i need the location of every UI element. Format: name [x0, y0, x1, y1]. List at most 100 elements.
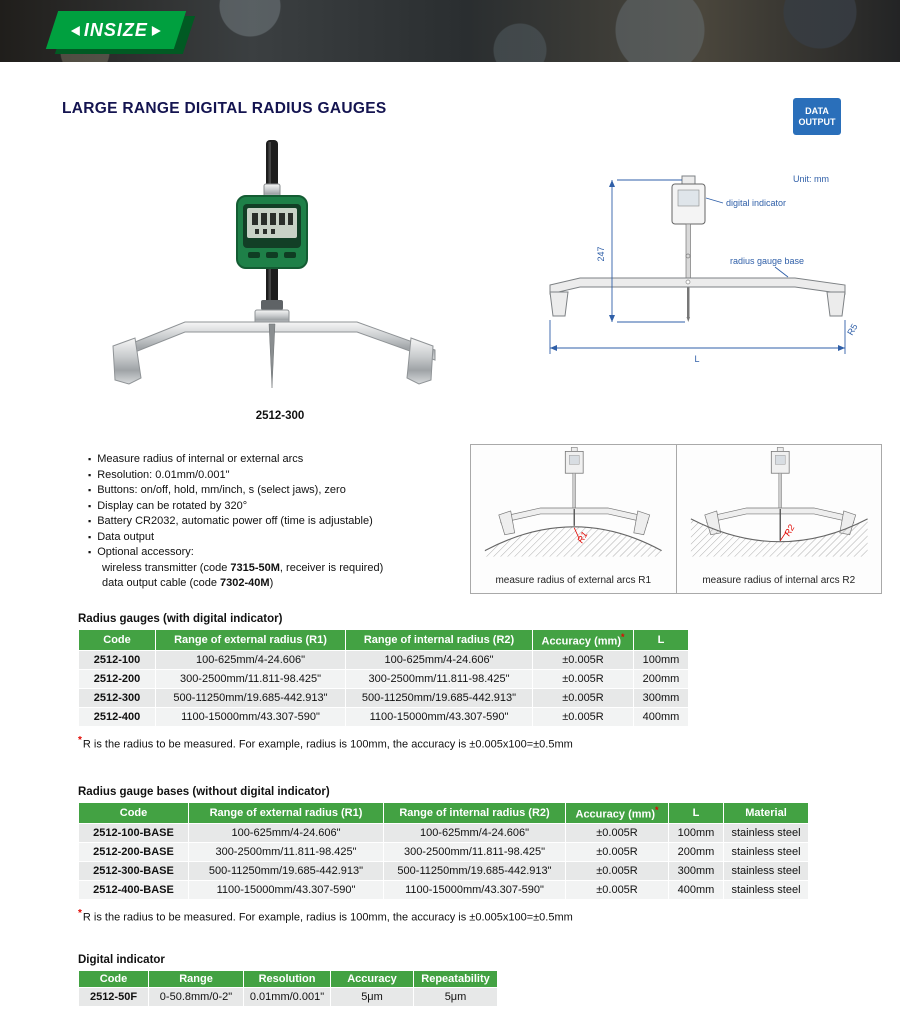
table-cell: 500-11250mm/19.685-442.913"	[155, 687, 346, 708]
data-output-badge: DATA OUTPUT	[793, 98, 841, 135]
column-header: Code	[78, 629, 156, 651]
table-cell: 2512-200	[78, 668, 156, 689]
product-caption: 2512-300	[255, 410, 305, 422]
accuracy-footnote: *R is the radius to be measured. For exa…	[78, 907, 573, 924]
table-cell: 500-11250mm/19.685-442.913"	[345, 687, 533, 708]
table-cell: 2512-300	[78, 687, 156, 708]
external-radius-label: R1	[575, 530, 589, 545]
feature-subitem: wireless transmitter (code 7315-50M, rec…	[102, 561, 384, 574]
table-cell: 2512-200-BASE	[78, 841, 189, 862]
accuracy-footnote: *R is the radius to be measured. For exa…	[78, 734, 573, 751]
table-cell: 0-50.8mm/0-2"	[148, 987, 244, 1007]
column-header: Repeatability	[413, 970, 498, 988]
table-cell: 2512-300-BASE	[78, 860, 189, 881]
illustration-internal-arcs: R2 measure radius of internal arcs R2	[675, 445, 882, 593]
feature-item: Optional accessory:	[88, 545, 480, 561]
table-cell: stainless steel	[723, 841, 809, 862]
external-arcs-caption: measure radius of external arcs R1	[495, 575, 652, 586]
column-header: Accuracy (mm)*	[565, 802, 669, 824]
column-header: Code	[78, 802, 189, 824]
logo-arrow-right-icon	[152, 25, 161, 35]
dim-height-label: 247	[596, 246, 606, 261]
feature-item: Battery CR2032, automatic power off (tim…	[88, 514, 480, 530]
product-photo	[112, 140, 436, 389]
page-title: LARGE RANGE DIGITAL RADIUS GAUGES	[62, 100, 387, 117]
table-cell: 200mm	[633, 668, 689, 689]
logo-arrow-left-icon	[70, 25, 80, 35]
column-header: Range of internal radius (R2)	[383, 802, 566, 824]
table-cell: ±0.005R	[532, 687, 634, 708]
table-cell: stainless steel	[723, 860, 809, 881]
column-header: Range of external radius (R1)	[188, 802, 384, 824]
brand-name: INSIZE	[83, 19, 148, 40]
column-header: Accuracy	[330, 970, 414, 988]
data-output-badge-line1: DATA	[805, 105, 829, 116]
table-cell: ±0.005R	[565, 841, 669, 862]
data-output-badge-line2: OUTPUT	[798, 116, 836, 127]
table-cell: ±0.005R	[565, 879, 669, 900]
table-cell: 300-2500mm/11.811-98.425"	[188, 841, 384, 862]
feature-item: Data output	[88, 530, 480, 546]
table-cell: 1100-15000mm/43.307-590"	[345, 706, 533, 727]
column-header: Code	[78, 970, 149, 988]
unit-label: Unit: mm	[793, 174, 829, 184]
header-banner: INSIZE	[0, 0, 900, 62]
table-cell: ±0.005R	[565, 860, 669, 881]
table-title: Radius gauges (with digital indicator)	[78, 613, 283, 625]
column-header: Material	[723, 802, 809, 824]
feature-subitem: data output cable (code 7302-40M)	[102, 577, 274, 589]
logo-plate: INSIZE	[45, 11, 187, 49]
table-cell: 400mm	[668, 879, 724, 900]
table-cell: 100-625mm/4-24.606"	[383, 822, 566, 843]
feature-item: Resolution: 0.01mm/0.001"	[88, 468, 480, 484]
column-header: Range of external radius (R1)	[155, 629, 346, 651]
dim-radius-label: R5	[845, 322, 859, 337]
table-cell: 300mm	[633, 687, 689, 708]
table-cell: 2512-400	[78, 706, 156, 727]
column-header: Resolution	[243, 970, 331, 988]
table-cell: 2512-100	[78, 649, 156, 670]
table-cell: 300-2500mm/11.811-98.425"	[345, 668, 533, 689]
column-header: Range	[148, 970, 244, 988]
table-cell: 5μm	[330, 987, 414, 1007]
table-cell: 100mm	[633, 649, 689, 670]
radius-gauge-bases-section: Radius gauge bases (without digital indi…	[78, 786, 809, 923]
radius-gauge-base-label: radius gauge base	[730, 256, 804, 266]
table-cell: 1100-15000mm/43.307-590"	[155, 706, 346, 727]
table-cell: 500-11250mm/19.685-442.913"	[188, 860, 384, 881]
table-cell: 400mm	[633, 706, 689, 727]
column-header: L	[668, 802, 724, 824]
table-cell: 100mm	[668, 822, 724, 843]
table-cell: 100-625mm/4-24.606"	[345, 649, 533, 670]
radius-gauges-section: Radius gauges (with digital indicator) C…	[78, 613, 689, 750]
illustration-external-arcs: R1 measure radius of external arcs R1	[471, 445, 676, 593]
table-cell: ±0.005R	[532, 668, 634, 689]
table-cell: 500-11250mm/19.685-442.913"	[383, 860, 566, 881]
column-header: L	[633, 629, 689, 651]
table-cell: 2512-400-BASE	[78, 879, 189, 900]
table-title: Digital indicator	[78, 954, 165, 966]
table-cell: 2512-50F	[78, 987, 149, 1007]
brand-logo: INSIZE	[45, 11, 196, 54]
dim-length-label: L	[694, 354, 699, 364]
internal-arcs-caption: measure radius of internal arcs R2	[702, 575, 856, 586]
feature-item: Display can be rotated by 320°	[88, 499, 480, 515]
table-cell: stainless steel	[723, 879, 809, 900]
internal-arc-drawing: R2	[690, 447, 868, 557]
table-cell: 200mm	[668, 841, 724, 862]
external-arc-drawing: R1	[484, 447, 662, 557]
table-cell: 0.01mm/0.001"	[243, 987, 331, 1007]
table-cell: stainless steel	[723, 822, 809, 843]
